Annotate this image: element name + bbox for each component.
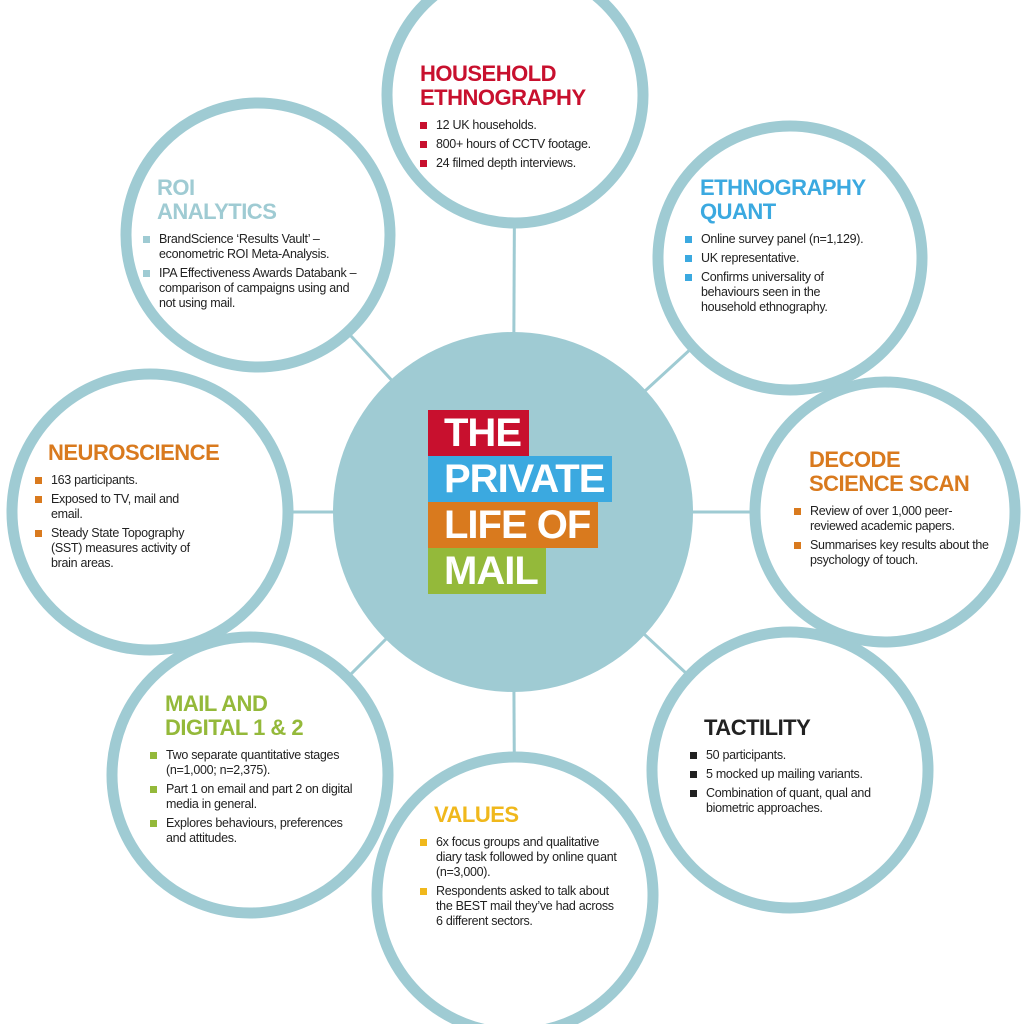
list-item: 24 filmed depth interviews. — [420, 156, 620, 171]
list-item: Steady State Topography (SST) measures a… — [35, 526, 210, 571]
list-item: 50 participants. — [690, 748, 885, 763]
node-title: NEUROSCIENCE — [48, 440, 220, 465]
node-title: TACTILITY — [704, 715, 811, 740]
node-tactility: TACTILITY 50 participants. 5 mocked up ma… — [690, 716, 885, 820]
list-item: UK representative. — [685, 251, 875, 266]
list-item: Summarises key results about the psychol… — [794, 538, 994, 568]
circle-values — [371, 751, 659, 1024]
list-item: Online survey panel (n=1,129). — [685, 232, 875, 247]
circle-roi — [120, 97, 396, 373]
logo-line-1: THE — [428, 410, 529, 456]
circle-decode — [749, 376, 1021, 648]
circle-neuro — [6, 368, 294, 656]
list-item: Exposed to TV, mail and email. — [35, 492, 210, 522]
list-item: Combination of quant, qual and biometric… — [690, 786, 885, 816]
list-item: Respondents asked to talk about the BEST… — [420, 884, 620, 929]
list-item: IPA Effectiveness Awards Databank – comp… — [143, 266, 363, 311]
node-neuro: NEUROSCIENCE 163 participants. Exposed to… — [35, 441, 235, 575]
circle-tactility — [646, 626, 934, 914]
list-item: Explores behaviours, preferences and att… — [150, 816, 360, 846]
list-item: Part 1 on email and part 2 on digital me… — [150, 782, 360, 812]
list-item: 163 participants. — [35, 473, 210, 488]
circle-digital — [106, 631, 394, 919]
circle-quant — [652, 120, 928, 396]
list-item: BrandScience ‘Results Vault’ – econometr… — [143, 232, 363, 262]
list-item: 6x focus groups and qualitative diary ta… — [420, 835, 620, 880]
list-item: Two separate quantitative stages (n=1,00… — [150, 748, 360, 778]
logo-line-4: MAIL — [428, 548, 546, 594]
list-item: 5 mocked up mailing variants. — [690, 767, 885, 782]
list-item: Review of over 1,000 peer-reviewed acade… — [794, 504, 994, 534]
center-logo: THE PRIVATE LIFE OF MAIL — [428, 410, 613, 594]
node-title: VALUES — [434, 802, 519, 827]
list-item: 800+ hours of CCTV footage. — [420, 137, 620, 152]
list-item: 12 UK households. — [420, 118, 620, 133]
node-values: VALUES 6x focus groups and qualitative d… — [420, 803, 620, 933]
circle-household — [381, 0, 649, 229]
list-item: Confirms universality of behaviours seen… — [685, 270, 875, 315]
logo-line-3: LIFE OF — [428, 502, 599, 548]
logo-line-2: PRIVATE — [428, 456, 613, 502]
